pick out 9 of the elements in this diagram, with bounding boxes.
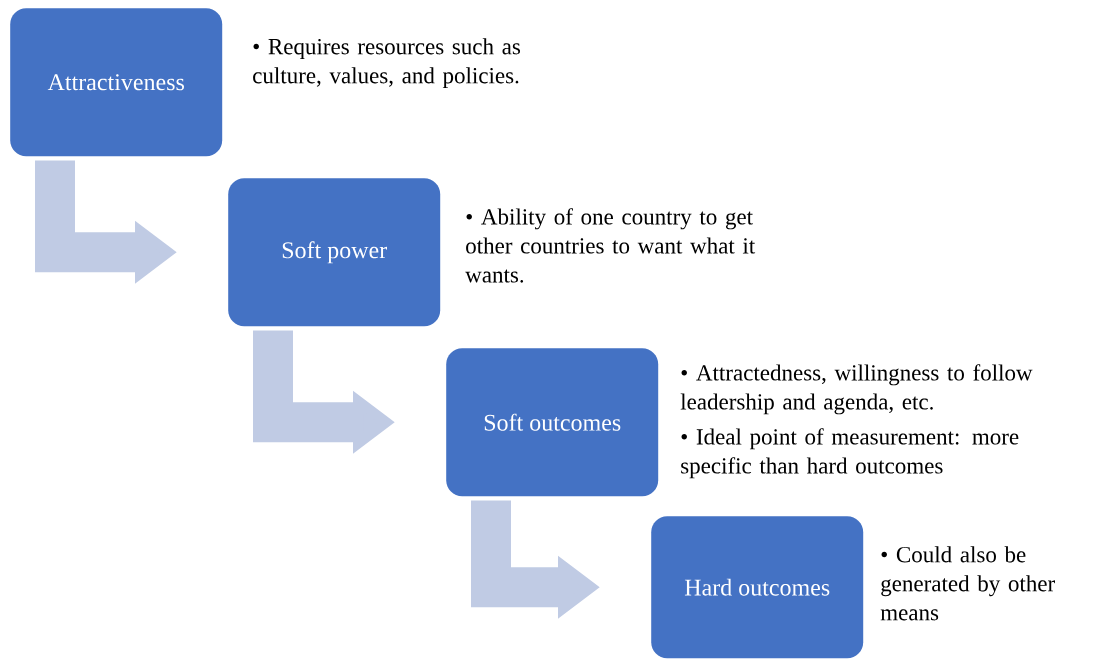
bullet-text: • Could also be generated by other means: [880, 546, 1055, 621]
process-box: Attractiveness: [10, 8, 223, 157]
bullet-text: • Requires resources such as culture, values, and policies.: [253, 38, 520, 89]
process-box: Soft power: [228, 178, 441, 327]
process-box: Hard outcomes: [651, 516, 864, 659]
bullet-text: • Ability of one country to get other countries to want what it wants.: [465, 208, 756, 283]
process-box: Soft outcomes: [446, 348, 659, 497]
bullet-text: • Attractedness, willingness to follow leadership and agenda, etc.: [680, 364, 1033, 415]
bullet-text: • Ideal point of measurement: more specific than hard outcomes: [681, 428, 1019, 479]
